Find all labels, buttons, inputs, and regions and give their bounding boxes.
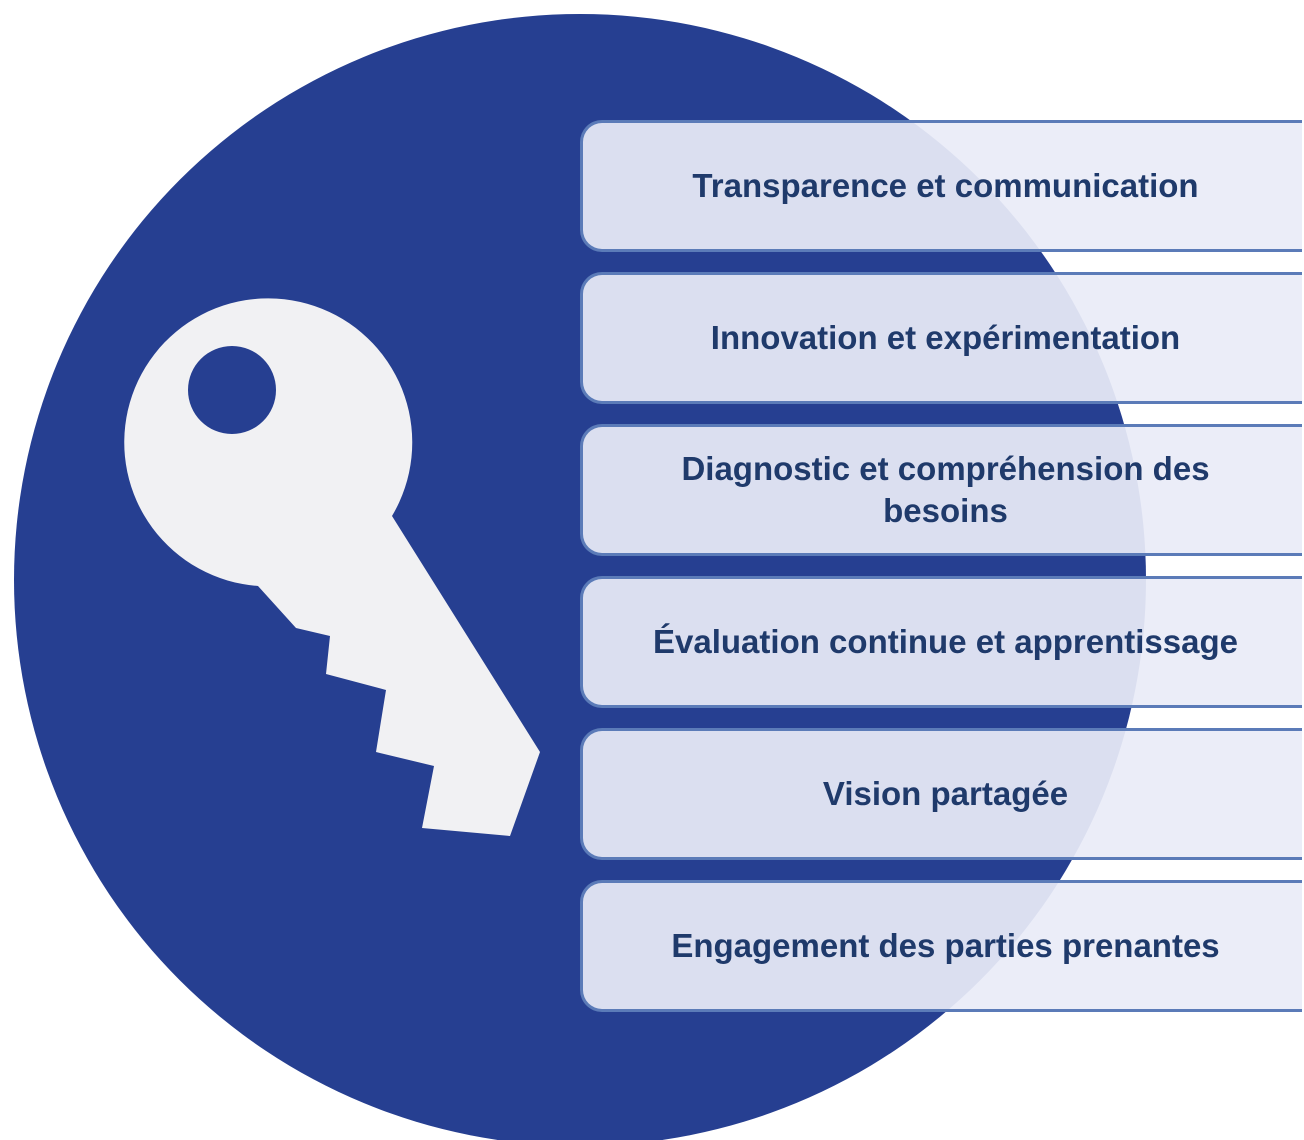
item-label: Évaluation continue et apprentissage	[653, 623, 1238, 660]
item-label: Innovation et expérimentation	[710, 319, 1181, 356]
item-box-diagnostic: Diagnostic et compréhension des besoins	[580, 424, 1302, 556]
item-label: Engagement des parties prenantes	[671, 927, 1220, 964]
item-box-transparence: Transparence et communication	[580, 120, 1302, 252]
item-label: Transparence et communication	[692, 167, 1199, 204]
key-icon	[124, 298, 540, 836]
item-box-innovation: Innovation et expérimentation	[580, 272, 1302, 404]
item-label: Vision partagée	[822, 775, 1069, 812]
item-box-evaluation: Évaluation continue et apprentissage	[580, 576, 1302, 708]
item-box-vision: Vision partagée	[580, 728, 1302, 860]
item-label: Diagnostic et compréhension des besoins	[681, 450, 1210, 529]
item-box-engagement: Engagement des parties prenantes	[580, 880, 1302, 1012]
